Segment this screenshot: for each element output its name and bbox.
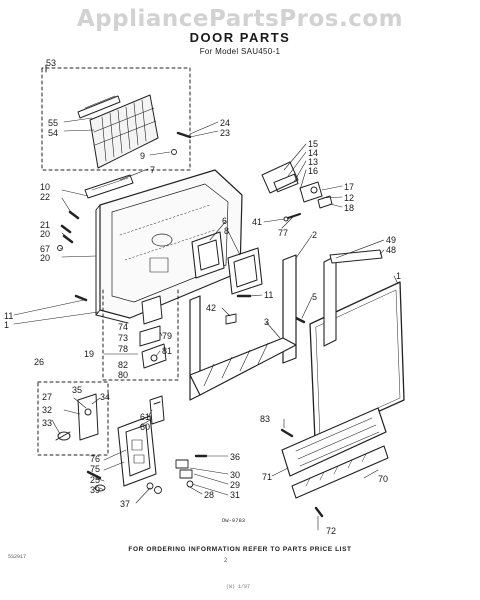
callout-39: 39 xyxy=(90,485,100,495)
callout-35: 35 xyxy=(72,385,82,395)
callout-78: 78 xyxy=(118,344,128,354)
callout-82: 82 xyxy=(118,360,128,370)
callout-26: 26 xyxy=(34,357,44,367)
callout-14: 14 xyxy=(308,148,318,158)
callout-1-right: 1 xyxy=(396,271,401,281)
callout-21: 21 xyxy=(40,220,50,230)
diagram-title: DOOR PARTS xyxy=(189,30,291,45)
callout-16: 16 xyxy=(308,166,318,176)
callout-67: 67 xyxy=(40,244,50,254)
group-box-53 xyxy=(41,64,191,171)
callout-1-left: 1 xyxy=(4,320,9,330)
callout-5: 5 xyxy=(312,292,317,302)
callout-71: 71 xyxy=(262,472,272,482)
callout-22: 22 xyxy=(40,192,50,202)
vent-grille-part xyxy=(77,94,159,169)
callout-33: 33 xyxy=(42,418,52,428)
callout-11-left: 11 xyxy=(4,311,13,321)
callout-6: 6 xyxy=(222,216,227,226)
leader-lines xyxy=(13,117,399,531)
outer-door-frame xyxy=(189,254,297,401)
page-number: 2 xyxy=(224,558,228,564)
callout-15: 15 xyxy=(308,139,318,149)
callout-41: 41 xyxy=(252,217,262,227)
callout-19: 19 xyxy=(84,349,94,359)
callout-7: 7 xyxy=(150,165,155,175)
callout-61: 61 xyxy=(140,412,150,422)
callout-53: 53 xyxy=(46,58,56,68)
callout-20-lower: 20 xyxy=(40,253,50,263)
callout-labels: 53 55 54 24 23 9 7 10 22 21 20 67 20 15 … xyxy=(4,58,401,536)
callout-13: 13 xyxy=(308,157,318,167)
callout-48: 48 xyxy=(386,245,396,255)
callout-29: 29 xyxy=(230,480,240,490)
callout-72: 72 xyxy=(326,526,336,536)
callout-37: 37 xyxy=(120,499,130,509)
model-subtitle: For Model SAU450-1 xyxy=(199,47,281,56)
callout-25: 25 xyxy=(90,475,100,485)
callout-20-upper: 20 xyxy=(40,229,50,239)
callout-76: 76 xyxy=(90,454,100,464)
inner-door-panel xyxy=(84,169,243,324)
site-watermark: AppliancePartsPros.com xyxy=(76,6,404,32)
latch-hardware xyxy=(261,161,333,222)
small-control-parts xyxy=(86,454,208,494)
callout-10: 10 xyxy=(40,182,50,192)
callout-30: 30 xyxy=(230,470,240,480)
callout-75: 75 xyxy=(90,464,100,474)
side-code: 5S2917 xyxy=(8,554,27,560)
callout-55: 55 xyxy=(48,118,58,128)
callout-2: 2 xyxy=(312,230,317,240)
callout-32: 32 xyxy=(42,405,52,415)
switch-housing xyxy=(117,415,157,487)
callout-36: 36 xyxy=(230,452,240,462)
callout-11-center: 11 xyxy=(264,290,273,300)
callout-54: 54 xyxy=(48,128,58,138)
callout-42: 42 xyxy=(206,303,216,313)
bottom-fasteners xyxy=(280,428,324,518)
callout-77: 77 xyxy=(278,228,288,238)
callout-83: 83 xyxy=(260,414,270,424)
callout-12: 12 xyxy=(344,193,354,203)
callout-81: 81 xyxy=(162,346,172,356)
callout-80: 80 xyxy=(118,370,128,380)
callout-27: 27 xyxy=(42,392,52,402)
callout-74: 74 xyxy=(118,322,128,332)
door-gasket-strip xyxy=(323,249,383,347)
callout-28: 28 xyxy=(204,490,214,500)
callout-9: 9 xyxy=(140,151,145,161)
callout-73: 73 xyxy=(118,333,128,343)
callout-34: 34 xyxy=(100,392,110,402)
bottom-code: (W) 1/97 xyxy=(226,584,251,590)
callout-17: 17 xyxy=(344,182,354,192)
bottom-vent-panel xyxy=(281,407,389,499)
callout-18: 18 xyxy=(344,203,354,213)
drawing-code: DW-9783 xyxy=(222,517,245,524)
callout-79: 79 xyxy=(162,331,172,341)
group-box-74-80 xyxy=(102,287,179,381)
callout-60: 60 xyxy=(140,422,150,432)
dispenser-cup-part xyxy=(191,231,263,295)
callout-3: 3 xyxy=(264,317,269,327)
callout-49: 49 xyxy=(386,235,396,245)
ordering-footer: FOR ORDERING INFORMATION REFER TO PARTS … xyxy=(128,546,352,553)
callout-70: 70 xyxy=(378,474,388,484)
hinge-clip xyxy=(149,395,165,425)
callout-31: 31 xyxy=(230,490,240,500)
callout-24: 24 xyxy=(220,118,230,128)
callout-8: 8 xyxy=(224,226,229,236)
callout-23: 23 xyxy=(220,128,230,138)
